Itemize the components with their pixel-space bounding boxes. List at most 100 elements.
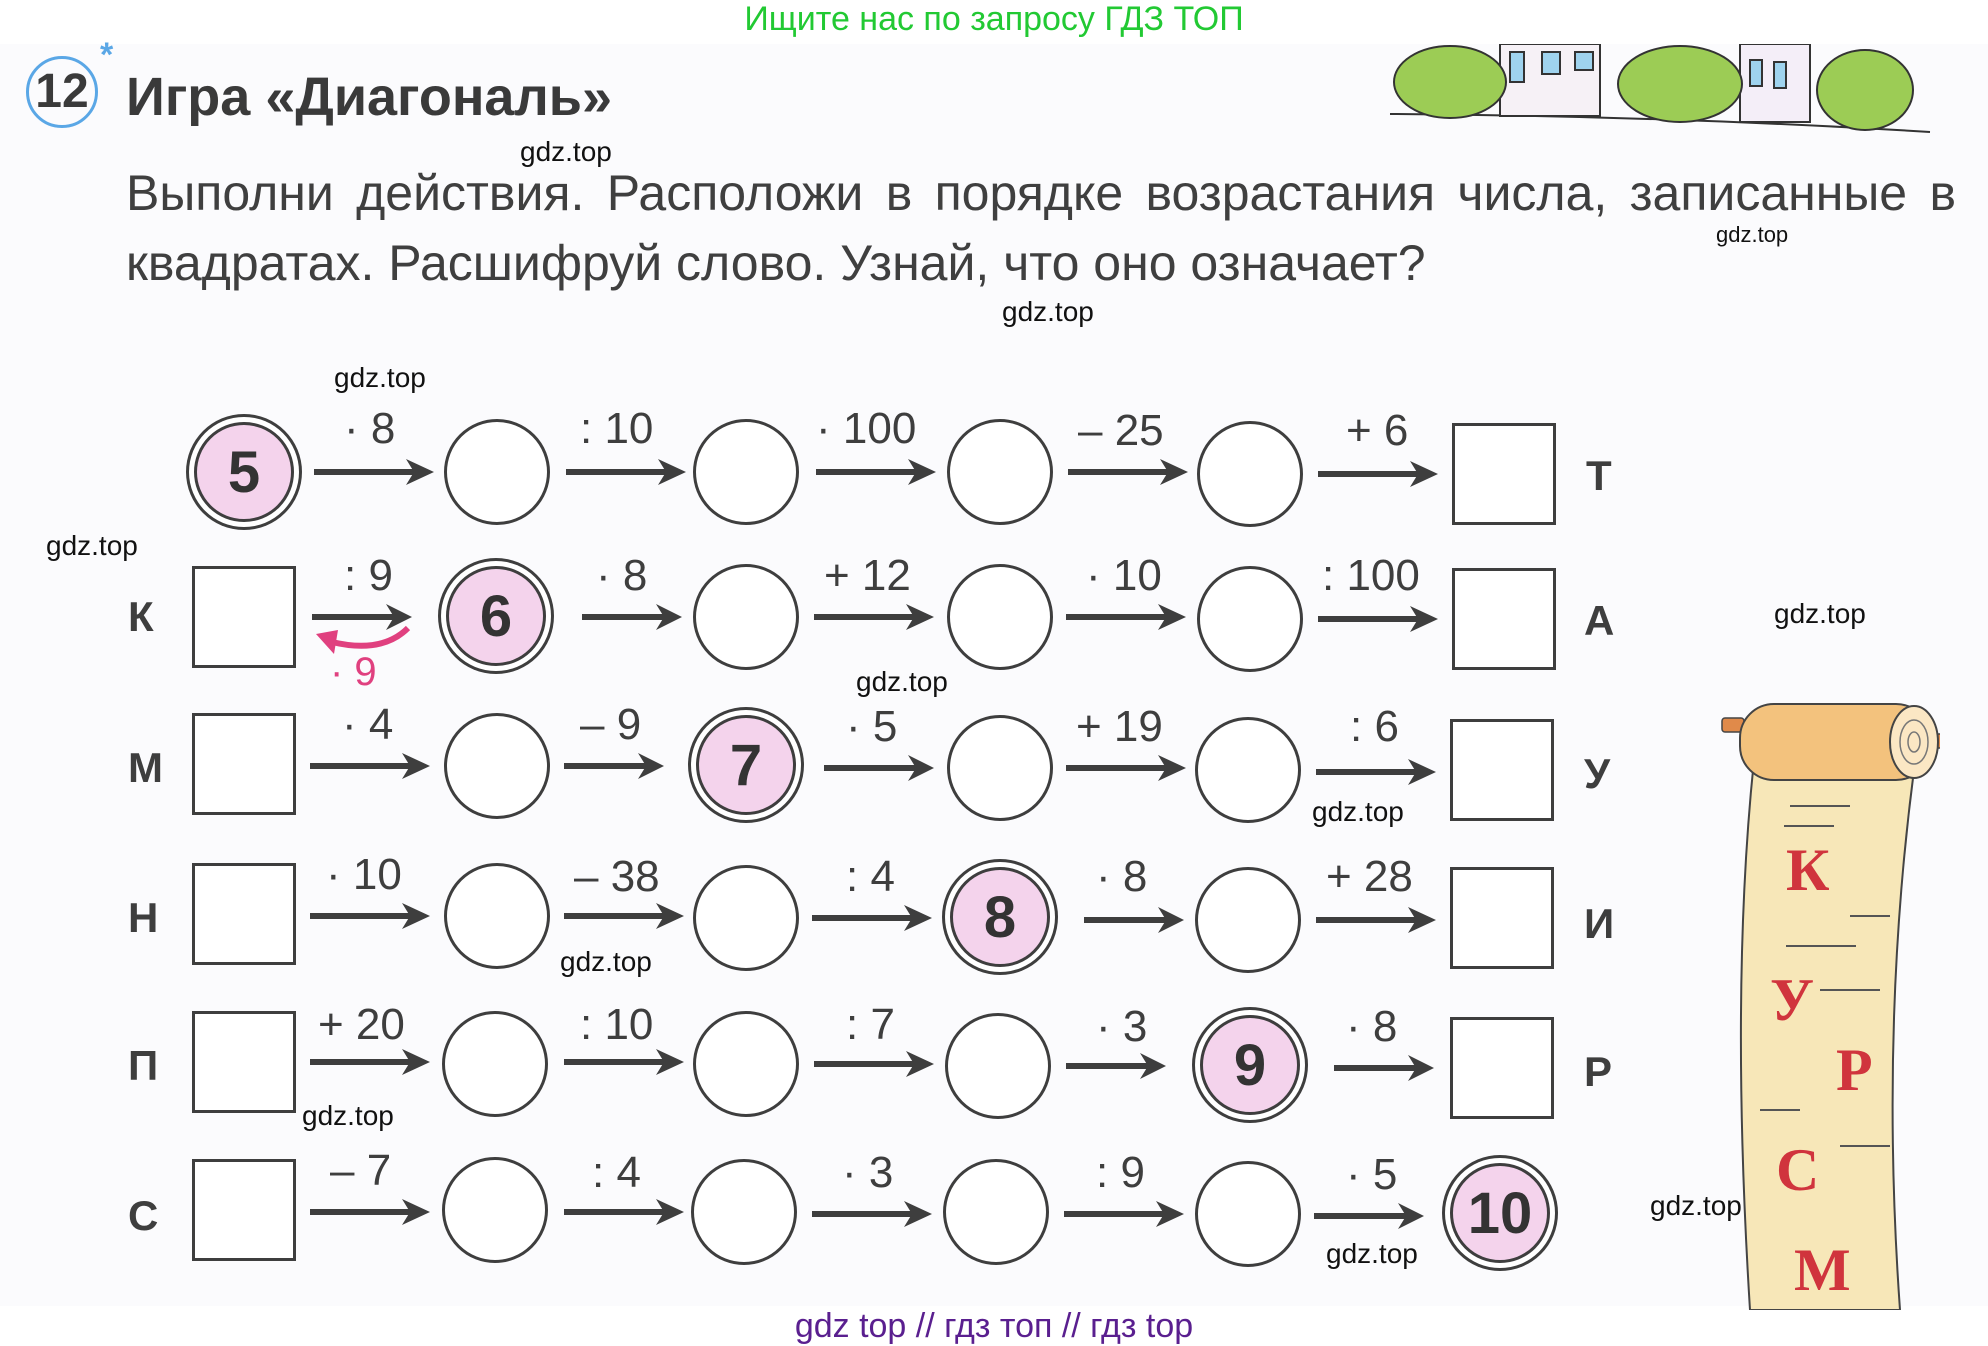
operation-label: – 38: [574, 852, 660, 901]
operation-label: : 4: [592, 1148, 641, 1197]
arrow-right-icon: [310, 753, 430, 779]
answer-circle[interactable]: [1197, 566, 1303, 672]
watermark: gdz.top: [1002, 296, 1094, 327]
watermark: gdz.top: [46, 530, 138, 561]
answer-box[interactable]: [192, 566, 296, 668]
answer-circle[interactable]: [444, 713, 550, 819]
operation-label: + 12: [824, 551, 911, 600]
operation-label: + 28: [1326, 852, 1413, 901]
arrow-right-icon: [1334, 1055, 1434, 1081]
task-title: Игра «Диагональ»: [126, 67, 612, 127]
chain-row-t: 5 · 8 : 10 · 100 – 25 + 6 Т: [0, 407, 1700, 537]
operation-label: : 6: [1350, 702, 1399, 751]
operation-label: : 10: [580, 1000, 654, 1049]
answer-circle[interactable]: [693, 564, 799, 670]
answer-circle[interactable]: [442, 1157, 548, 1263]
answer-circle[interactable]: [1195, 1161, 1301, 1267]
arrow-right-icon: [1318, 606, 1438, 632]
svg-text:Р: Р: [1836, 1037, 1873, 1103]
operation-label: + 19: [1076, 702, 1163, 751]
arrow-right-icon: [566, 459, 686, 485]
operation-label: – 25: [1078, 406, 1164, 455]
operation-label: · 8: [344, 404, 396, 453]
top-banner: Ищите нас по запросу ГДЗ ТОП: [744, 0, 1244, 38]
watermark: gdz.top: [1312, 796, 1404, 827]
arrow-right-icon: [814, 1051, 934, 1077]
arrow-right-icon: [1314, 1203, 1424, 1229]
task-number-badge: 12: [26, 56, 98, 128]
answer-circle[interactable]: [1195, 867, 1301, 973]
arrow-right-icon: [582, 604, 682, 630]
row-letter-left: Н: [128, 894, 159, 941]
answer-circle[interactable]: [947, 564, 1053, 670]
answer-circle[interactable]: [943, 1159, 1049, 1265]
svg-text:К: К: [1786, 837, 1830, 903]
watermark: gdz.top: [1774, 598, 1866, 629]
operation-label: : 9: [1096, 1148, 1145, 1197]
answer-circle[interactable]: [693, 1011, 799, 1117]
task-instruction: Выполни действия. Расположи в порядке во…: [126, 165, 1956, 291]
arrow-right-icon: [814, 604, 934, 630]
operation-label: + 20: [318, 1000, 405, 1049]
watermark: gdz.top: [520, 136, 612, 167]
arrow-right-icon: [564, 903, 684, 929]
houses-illustration: [1389, 44, 1931, 133]
answer-box[interactable]: [192, 713, 296, 815]
arrow-right-icon: [1068, 459, 1188, 485]
answer-box[interactable]: [192, 1011, 296, 1113]
operation-label: · 10: [1086, 551, 1162, 600]
arrow-right-icon: [564, 753, 664, 779]
operation-label: – 7: [330, 1146, 392, 1195]
arrow-right-icon: [1066, 1053, 1166, 1079]
arrow-right-icon: [312, 604, 412, 630]
answer-box[interactable]: [192, 1159, 296, 1261]
arrow-right-icon: [564, 1199, 684, 1225]
answer-circle[interactable]: [945, 1013, 1051, 1119]
answer-circle[interactable]: [442, 1011, 548, 1117]
operation-label: · 3: [1096, 1002, 1148, 1051]
operation-label: : 100: [1322, 551, 1420, 600]
arrow-right-icon: [314, 459, 434, 485]
answer-circle[interactable]: [947, 419, 1053, 525]
operation-label: · 5: [1346, 1150, 1398, 1199]
arrow-right-icon: [812, 1201, 932, 1227]
answer-box[interactable]: [192, 863, 296, 965]
answer-box[interactable]: [1450, 867, 1554, 969]
answer-circle[interactable]: [693, 865, 799, 971]
operation-label: + 6: [1346, 406, 1409, 455]
hint-operation-label: · 9: [330, 650, 377, 694]
answer-box[interactable]: [1452, 568, 1556, 670]
watermark: gdz.top: [302, 1100, 394, 1131]
start-circle: 9: [1200, 1015, 1300, 1115]
chain-row-n-i: Н · 10 – 38 : 4 8 · 8 + 28 И: [0, 851, 1700, 981]
arrow-right-icon: [310, 1199, 430, 1225]
answer-circle[interactable]: [444, 419, 550, 525]
answer-circle[interactable]: [947, 715, 1053, 821]
answer-circle[interactable]: [1197, 421, 1303, 527]
answer-circle[interactable]: [444, 863, 550, 969]
svg-text:У: У: [1770, 967, 1814, 1033]
scroll-illustration: К У Р С М: [1721, 703, 1940, 1310]
operation-label: · 8: [1346, 1002, 1398, 1051]
operation-label: · 10: [326, 850, 402, 899]
row-letter-right: И: [1584, 900, 1615, 947]
arrow-right-icon: [812, 905, 932, 931]
watermark: gdz.top: [856, 666, 948, 697]
row-letter-right: Р: [1584, 1048, 1613, 1095]
svg-text:М: М: [1794, 1237, 1851, 1303]
answer-circle[interactable]: [693, 419, 799, 525]
operation-label: : 10: [580, 404, 654, 453]
answer-box[interactable]: [1452, 423, 1556, 525]
arrow-right-icon: [824, 755, 934, 781]
chain-row-p-r: П + 20 : 10 : 7 · 3 9 · 8 Р: [0, 999, 1700, 1129]
answer-box[interactable]: [1450, 1017, 1554, 1119]
arrow-right-icon: [1066, 604, 1186, 630]
chain-row-k-a: К : 9 · 9 6 · 8 + 12 · 10 : 100 А: [0, 551, 1700, 693]
answer-circle[interactable]: [1195, 717, 1301, 823]
watermark: gdz.top: [334, 362, 426, 393]
answer-box[interactable]: [1450, 719, 1554, 821]
row-letter-right: У: [1584, 750, 1611, 797]
watermark: gdz.top: [560, 946, 652, 977]
answer-circle[interactable]: [691, 1159, 797, 1265]
task-number: 12: [35, 65, 89, 118]
